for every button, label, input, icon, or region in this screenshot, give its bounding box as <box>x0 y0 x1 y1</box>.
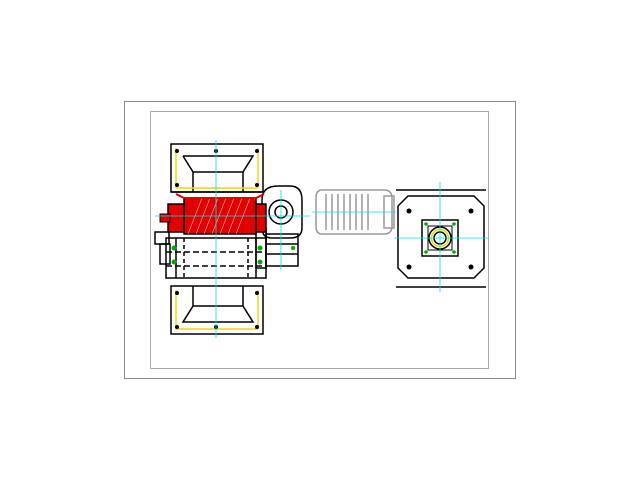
brake-shoe-icon <box>170 143 264 193</box>
gear-motor-side-view <box>396 189 486 288</box>
winch-top-view <box>154 143 303 335</box>
green-bolts <box>171 245 295 265</box>
winch-frame <box>154 231 267 279</box>
hidden-lines <box>175 148 259 330</box>
gearbox-bolts <box>406 208 474 270</box>
drum-icon <box>159 193 267 235</box>
inner-frame <box>150 111 489 369</box>
sheet-border <box>124 101 516 379</box>
bolt-markers <box>175 149 259 329</box>
centerlines-right <box>394 182 488 292</box>
gearbox-inner-bolts <box>424 222 456 254</box>
centerlines-left <box>155 140 310 338</box>
brake-shoe-icon <box>170 285 264 335</box>
